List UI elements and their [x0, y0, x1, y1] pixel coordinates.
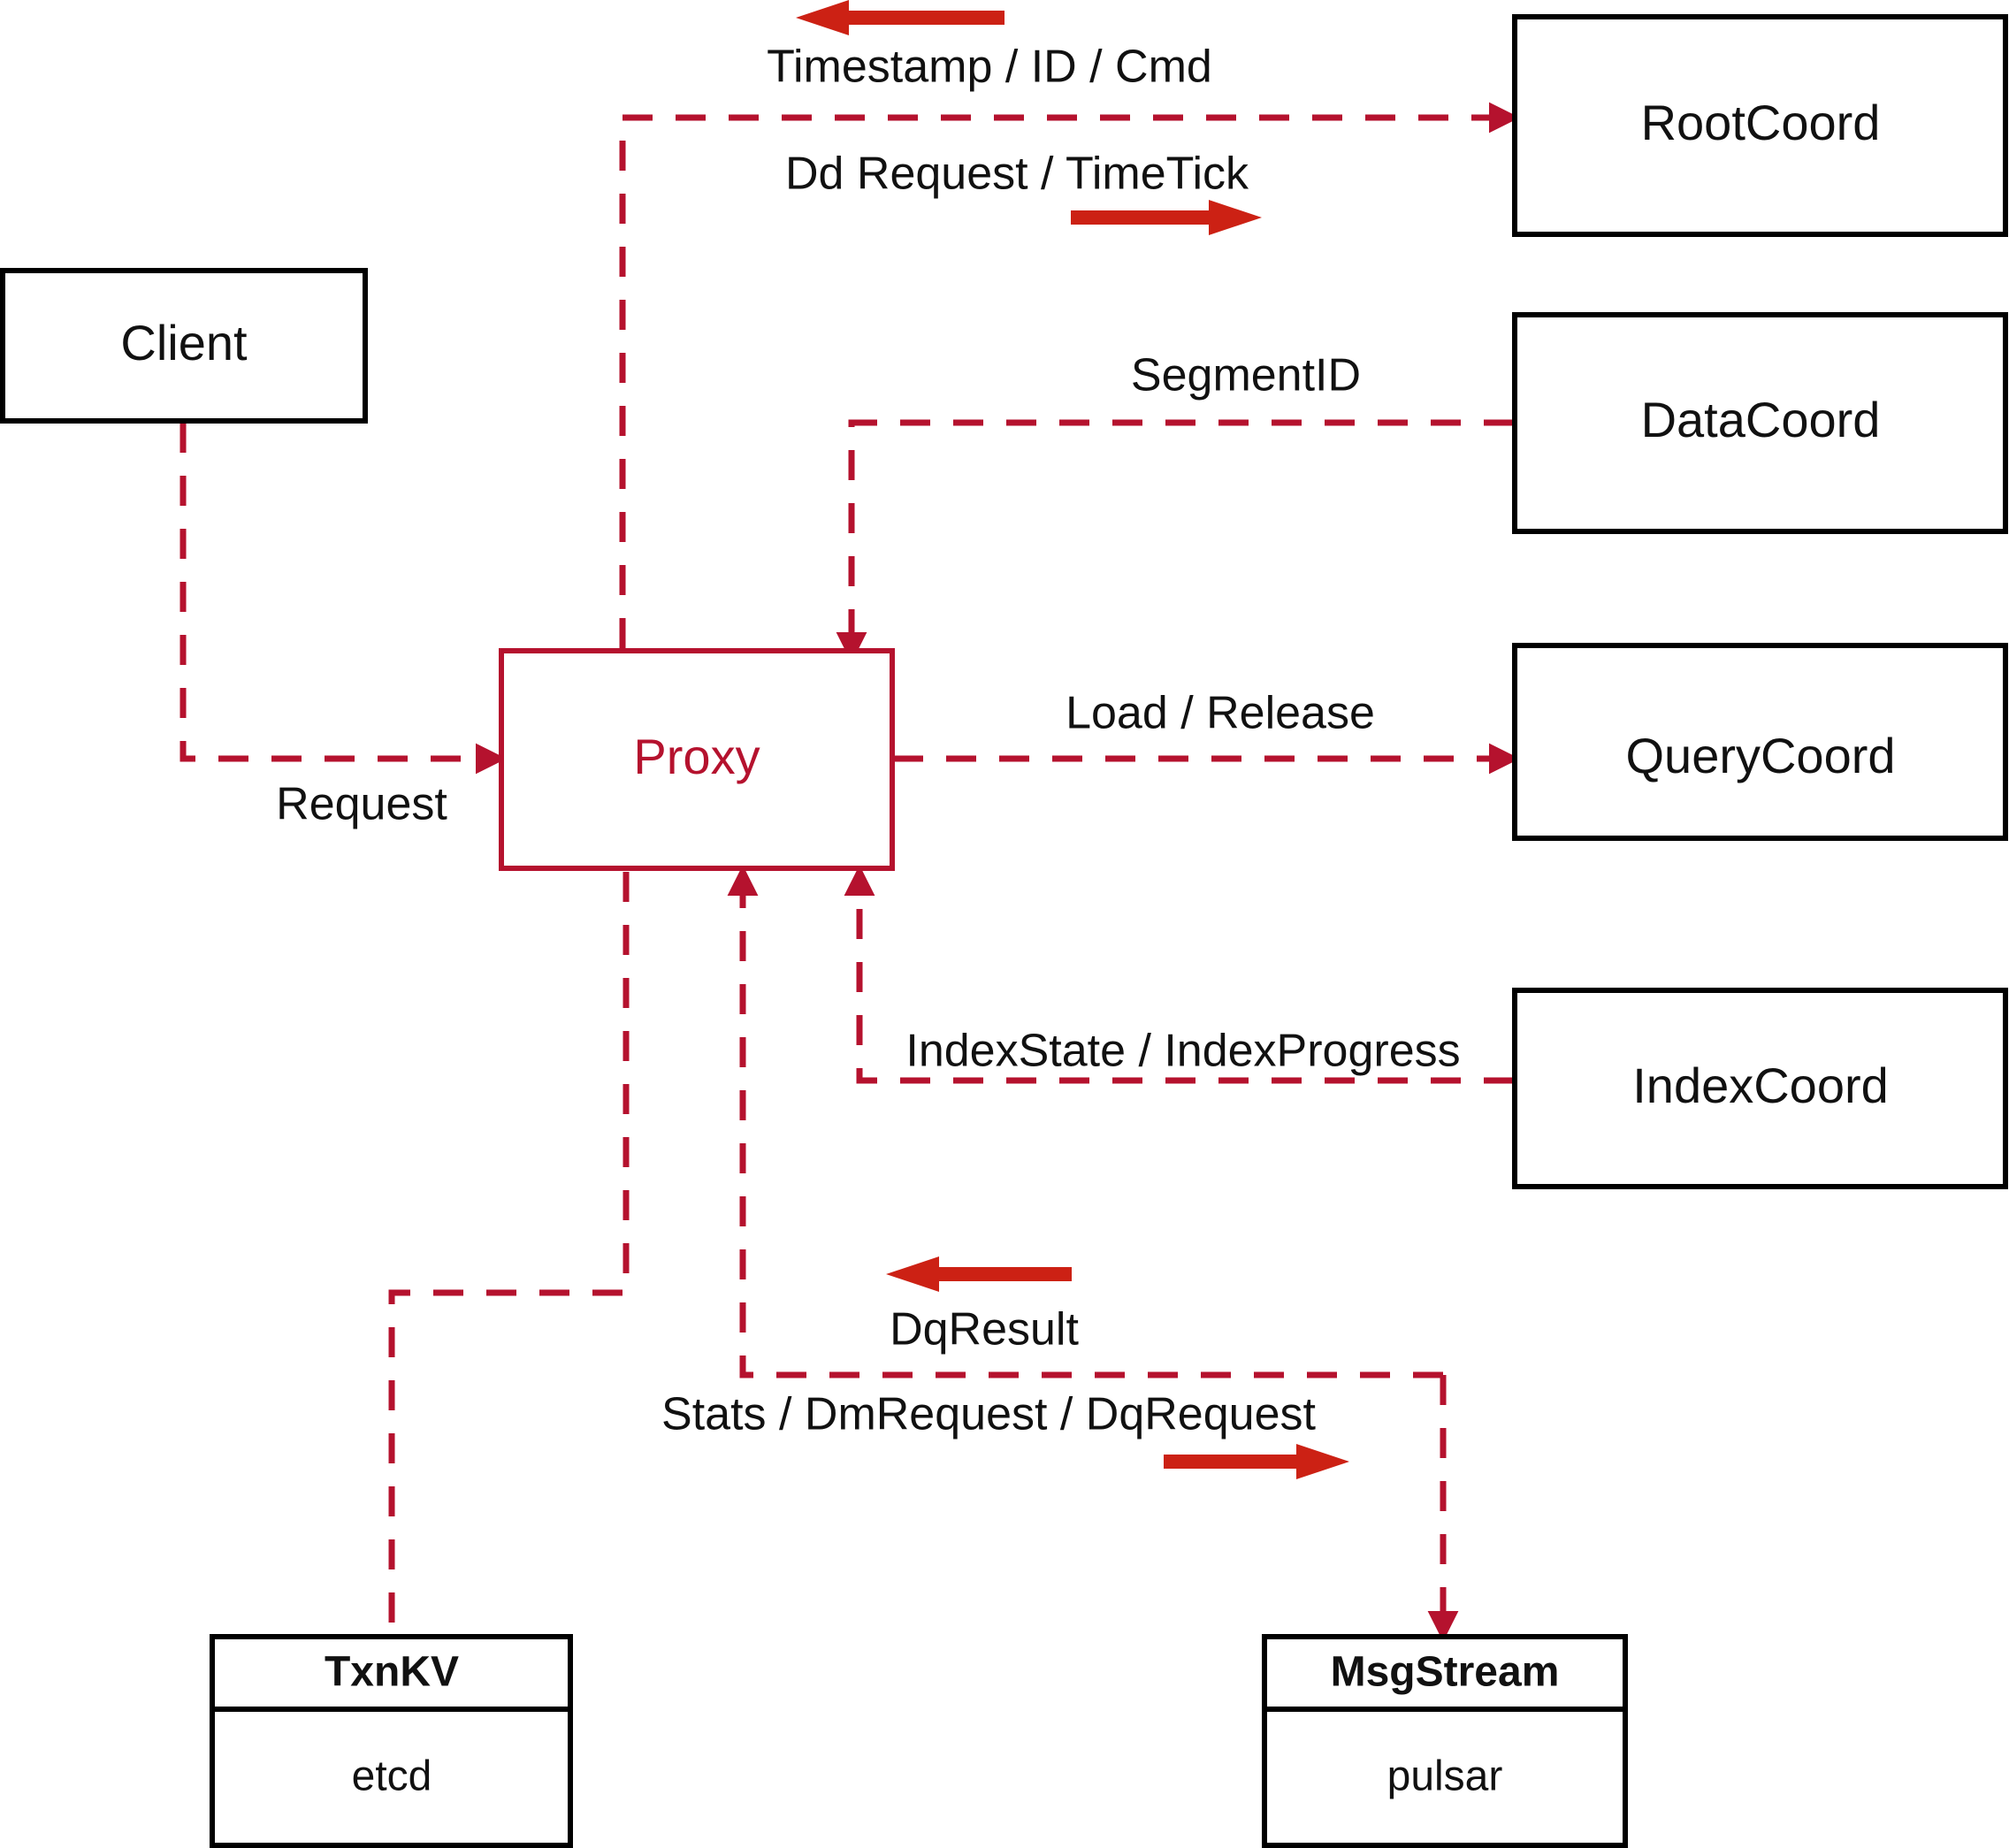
edge-client-to-proxy: [180, 423, 507, 775]
edge-msgstream-to-proxy: [727, 865, 1443, 1378]
node-rootcoord[interactable]: RootCoord: [1512, 14, 2008, 237]
node-client[interactable]: Client: [0, 268, 368, 424]
node-proxy[interactable]: Proxy: [499, 648, 895, 871]
edge-datacoord-to-proxy: [836, 419, 1514, 663]
edge-label-load-release: Load / Release: [1066, 688, 1375, 739]
node-rootcoord-label: RootCoord: [1641, 95, 1881, 150]
node-proxy-label: Proxy: [633, 729, 760, 784]
node-msgstream-label: MsgStream: [1331, 1649, 1560, 1696]
node-indexcoord-label: IndexCoord: [1632, 1058, 1889, 1113]
edge-label-dd-request: Dd Request / TimeTick: [785, 149, 1249, 200]
edge-proxy-to-txnkv: [388, 872, 630, 1632]
node-msgstream-sublabel: pulsar: [1387, 1753, 1503, 1800]
node-datacoord[interactable]: DataCoord: [1512, 312, 2008, 534]
node-querycoord[interactable]: QueryCoord: [1512, 643, 2008, 841]
edge-proxy-to-rootcoord: [619, 102, 1520, 648]
edge-label-dq-result: DqResult: [890, 1304, 1079, 1355]
edge-label-stats-dm-dq: Stats / DmRequest / DqRequest: [661, 1389, 1316, 1440]
node-txnkv[interactable]: TxnKV etcd: [210, 1634, 573, 1848]
edge-indexcoord-to-proxy: [844, 865, 1514, 1084]
node-txnkv-label: TxnKV: [325, 1649, 459, 1696]
edge-label-timestamp-id-cmd: Timestamp / ID / Cmd: [767, 42, 1212, 93]
flow-arrow-left-timestamp: [796, 0, 1004, 35]
node-txnkv-sublabel: etcd: [352, 1753, 432, 1800]
node-msgstream[interactable]: MsgStream pulsar: [1262, 1634, 1628, 1848]
flow-arrow-right-ddrequest: [1071, 200, 1262, 235]
node-datacoord-label: DataCoord: [1641, 392, 1881, 447]
flow-arrow-right-stats: [1164, 1444, 1349, 1479]
node-client-label: Client: [120, 315, 248, 370]
edge-label-segmentid: SegmentID: [1131, 350, 1361, 401]
node-indexcoord[interactable]: IndexCoord: [1512, 988, 2008, 1189]
flow-arrow-left-dqresult: [886, 1256, 1072, 1292]
edge-label-index-state: IndexState / IndexProgress: [905, 1026, 1460, 1077]
edge-label-request: Request: [276, 779, 447, 830]
node-querycoord-label: QueryCoord: [1625, 728, 1895, 783]
